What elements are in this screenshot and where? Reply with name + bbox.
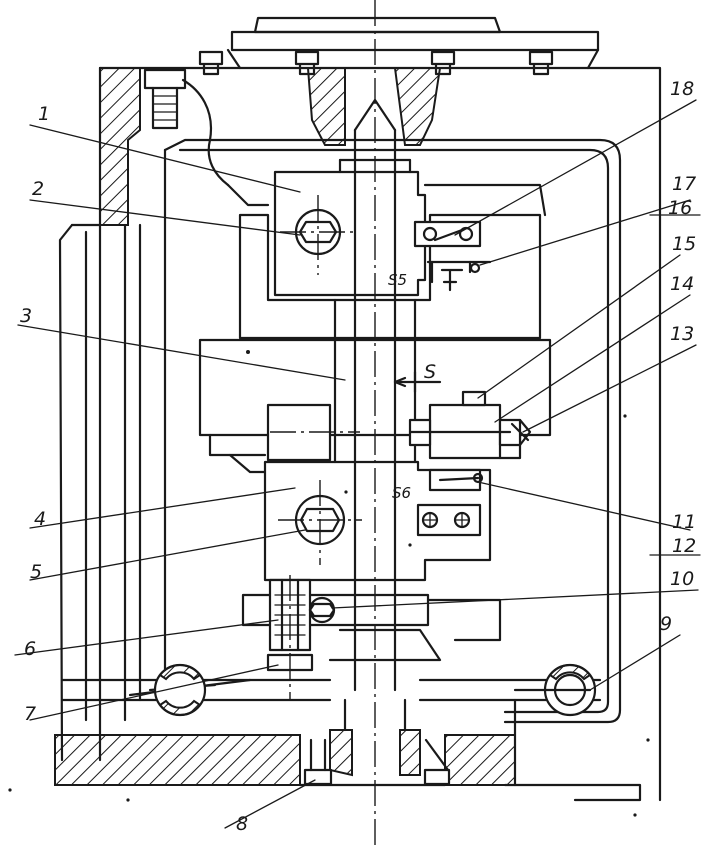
mark-s5: S5 [388,271,407,289]
label-8: 8 [236,813,248,835]
label-15: 15 [672,233,696,255]
mark-s6: S6 [392,484,411,502]
label-2: 2 [32,178,44,200]
center-axes [270,0,376,850]
top-plate [226,16,600,70]
label-18: 18 [670,78,694,100]
lever-bar [60,663,602,717]
contact-17 [426,260,492,292]
dimension-s: S [393,361,442,394]
label-1: 1 [38,103,50,125]
dim-s-text: S [424,361,436,383]
label-4: 4 [34,508,46,530]
label-6: 6 [24,638,36,660]
switch-lower [416,503,482,537]
label-9: 9 [660,613,672,635]
bottom-base [54,698,642,802]
scan-specks [8,350,650,817]
switch-18 [413,220,482,248]
label-14: 14 [670,273,694,295]
top-screws [198,50,554,76]
label-13: 13 [670,323,694,345]
nut-10 [308,596,336,624]
switch-11-12 [428,468,484,492]
label-12: 12 [672,535,696,557]
label-3: 3 [20,305,32,327]
callout-labels: 1 2 3 4 5 6 7 8 9 10 11 12 13 14 15 16 1… [20,78,696,835]
label-16: 16 [668,197,692,219]
leader-lines [14,99,701,829]
label-17: 17 [672,173,696,195]
label-11: 11 [672,511,696,533]
outer-housing [58,66,662,802]
label-5: 5 [30,561,42,583]
stop-13-14-15 [408,390,532,460]
label-7: 7 [24,703,36,725]
label-10: 10 [670,568,694,590]
